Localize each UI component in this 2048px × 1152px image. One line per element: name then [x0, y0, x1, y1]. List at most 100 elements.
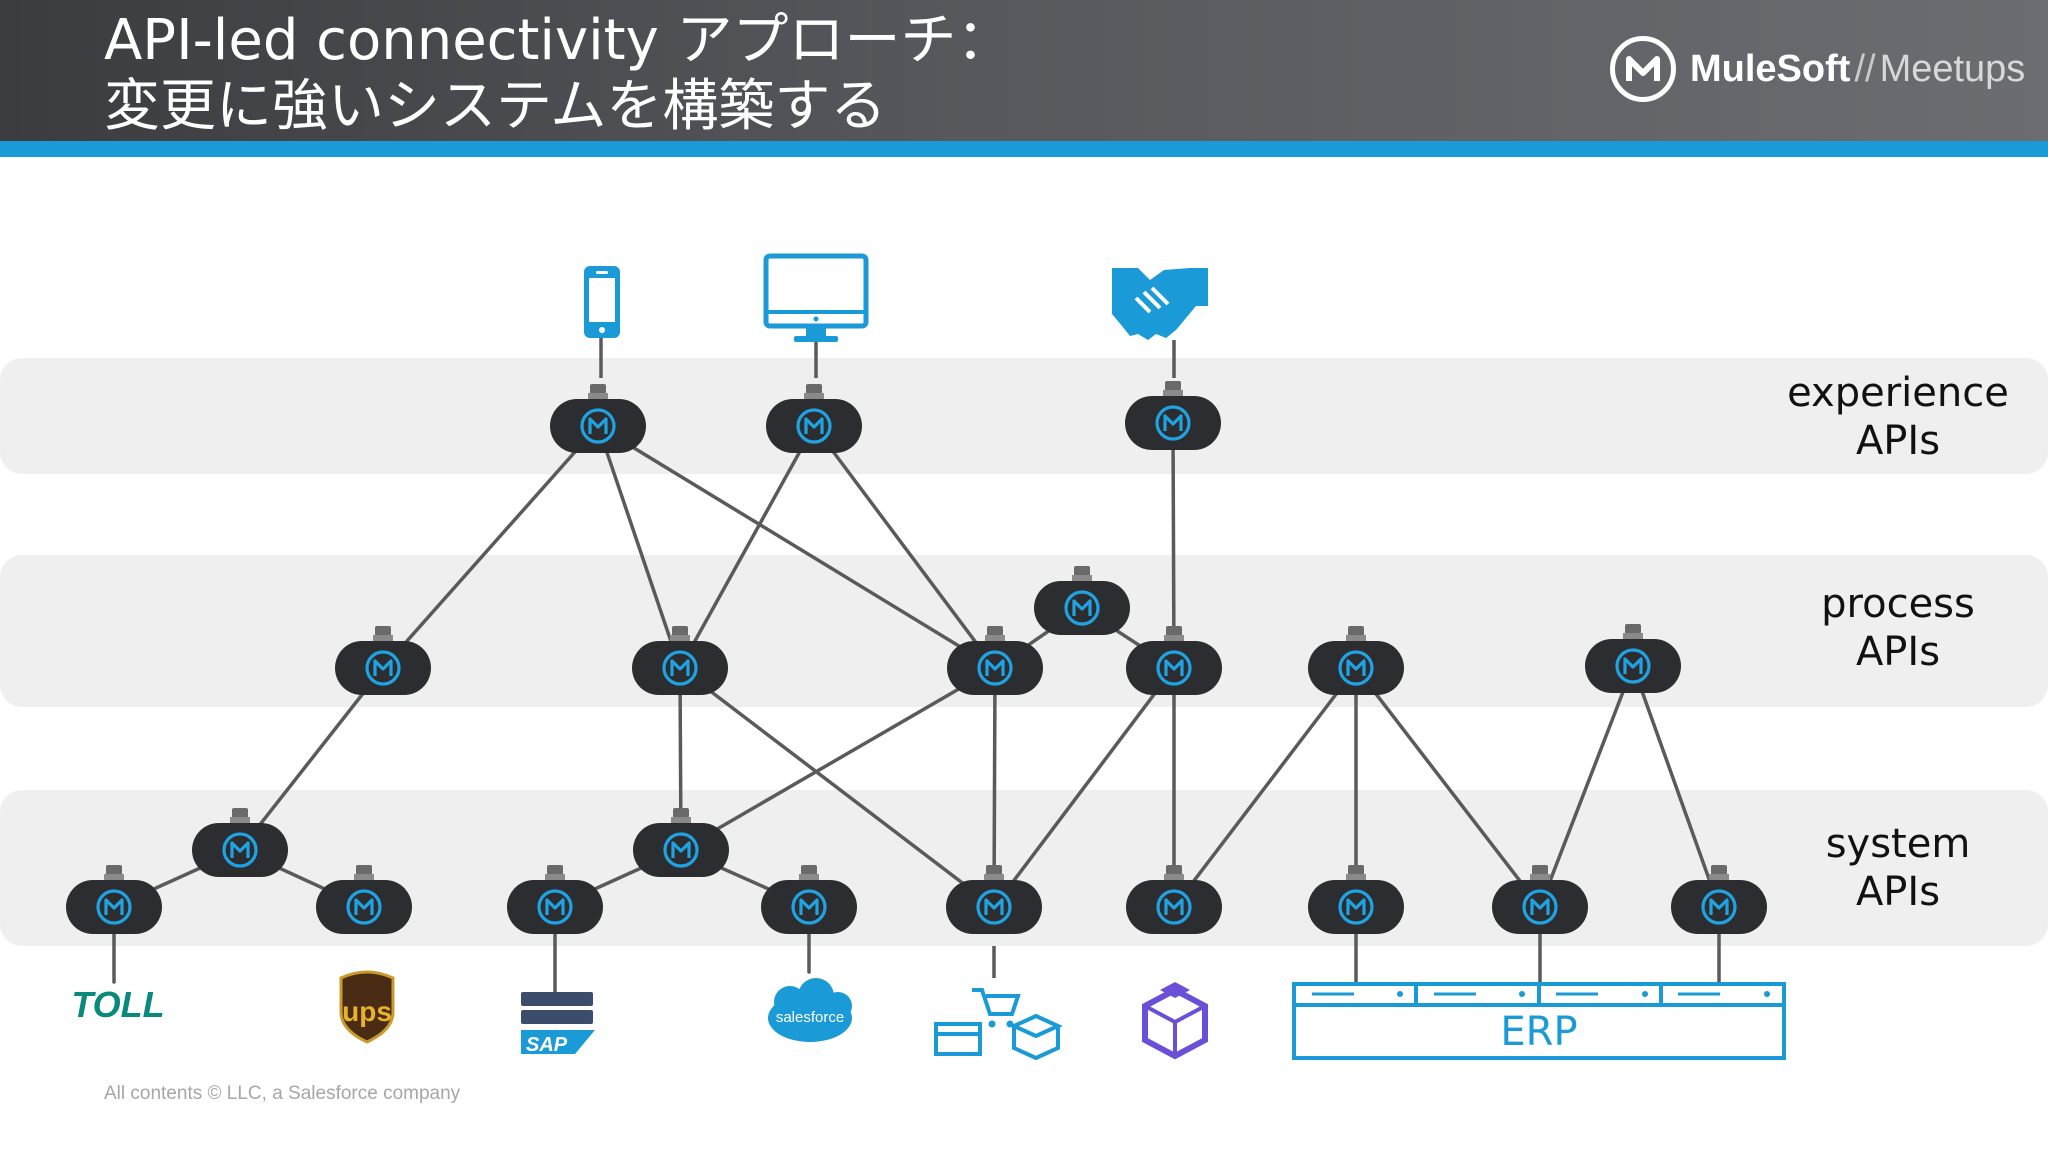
- ups-logo: ups: [339, 970, 395, 1044]
- connection-line: [679, 666, 997, 852]
- mule-api-node[interactable]: [632, 641, 728, 695]
- mule-api-node[interactable]: [335, 641, 431, 695]
- mulesoft-m-icon: [1610, 36, 1676, 102]
- connector-stub: [673, 808, 689, 818]
- connector-stub: [590, 384, 606, 394]
- slide-title-line-1: API-led connectivity アプローチ：: [104, 8, 1013, 73]
- slide-title: API-led connectivity アプローチ： 変更に強いシステムを構築…: [104, 8, 1013, 140]
- mule-api-node[interactable]: [1308, 880, 1404, 934]
- mule-api-node[interactable]: [1308, 641, 1404, 695]
- connection-line: [678, 666, 996, 909]
- connector-stub-base: [985, 635, 1005, 641]
- mule-api-node[interactable]: [1034, 581, 1130, 635]
- connector-stub: [1348, 626, 1364, 636]
- connector-stub: [1074, 566, 1090, 576]
- connector-stub: [672, 626, 688, 636]
- connector-stubs: [104, 381, 1729, 880]
- connection-line: [992, 666, 1176, 909]
- mule-api-node[interactable]: [192, 823, 288, 877]
- connector-stub-base: [1163, 390, 1183, 396]
- connector-stub: [1166, 865, 1182, 875]
- svg-text:SAP: SAP: [526, 1034, 568, 1056]
- mule-api-node[interactable]: [766, 399, 862, 453]
- connector-stub: [806, 384, 822, 394]
- svg-text:μ: μ: [1167, 993, 1183, 1018]
- connector-stub-base: [1709, 874, 1729, 880]
- connection-line: [596, 424, 682, 670]
- mule-api-node[interactable]: [761, 880, 857, 934]
- sap-database-logo: SAP: [521, 992, 595, 1056]
- connector-stub-base: [1346, 635, 1366, 641]
- connector-stub-base: [799, 874, 819, 880]
- connector-stub-base: [670, 635, 690, 641]
- logo-wordmark: MuleSoft//Meetups: [1690, 48, 2025, 91]
- process-layer-label: process APIs: [1748, 580, 2048, 676]
- connection-line: [1172, 666, 1358, 909]
- handshake-icon: [1112, 268, 1208, 378]
- slide-title-line-2: 変更に強いシステムを構築する: [104, 74, 887, 139]
- connector-stub-base: [1164, 635, 1184, 641]
- experience-layer-label: experience APIs: [1748, 369, 2048, 465]
- connector-stub: [1166, 626, 1182, 636]
- slide-footer: All contents © LLC, a Salesforce company: [104, 1083, 461, 1104]
- mule-api-node[interactable]: [316, 880, 412, 934]
- connector-stub-base: [373, 635, 393, 641]
- shopping-cart-icon: [934, 946, 1063, 1061]
- mule-api-node[interactable]: [66, 880, 162, 934]
- connector-stub-base: [1530, 874, 1550, 880]
- connector-stub: [1348, 865, 1364, 875]
- connector-stub-base: [354, 874, 374, 880]
- connection-line: [1538, 664, 1635, 909]
- mule-api-node[interactable]: [1492, 880, 1588, 934]
- connector-stub: [232, 808, 248, 818]
- connector-stub-base: [230, 817, 250, 823]
- connector-stub: [106, 865, 122, 875]
- connector-stub-base: [104, 874, 124, 880]
- connection-line: [1354, 666, 1542, 909]
- connector-stub-base: [545, 874, 565, 880]
- mule-api-node[interactable]: [947, 641, 1043, 695]
- connector-stub-base: [1072, 575, 1092, 581]
- connection-line: [238, 666, 385, 852]
- connector-stub: [1165, 381, 1181, 391]
- connector-stub: [801, 865, 817, 875]
- process-label-line-2: APIs: [1855, 629, 1941, 675]
- logo-brand: MuleSoft: [1690, 47, 1851, 90]
- connector-stub-base: [1623, 633, 1643, 639]
- mule-api-node[interactable]: [1126, 880, 1222, 934]
- connector-stub-base: [804, 393, 824, 399]
- salesforce-logo: salesforce: [768, 978, 852, 1042]
- svg-text:ups: ups: [342, 996, 392, 1027]
- connection-line: [678, 424, 816, 670]
- erp-label: ERP: [1500, 1009, 1578, 1055]
- experience-label-line-1: experience: [1787, 370, 2009, 416]
- mule-api-node[interactable]: [1585, 639, 1681, 693]
- mule-api-node[interactable]: [507, 880, 603, 934]
- connector-stub-base: [1164, 874, 1184, 880]
- connector-stub: [356, 865, 372, 875]
- connection-line: [381, 424, 600, 670]
- erp-system: [1292, 982, 1786, 1060]
- connection-line: [812, 424, 997, 670]
- mule-api-node[interactable]: [946, 880, 1042, 934]
- mule-api-node[interactable]: [1125, 396, 1221, 450]
- connector-stub: [1711, 865, 1727, 875]
- logo-separator: //: [1854, 47, 1876, 90]
- process-label-line-1: process: [1821, 581, 1975, 627]
- experience-label-line-2: APIs: [1855, 418, 1941, 464]
- svg-text:salesforce: salesforce: [776, 1009, 844, 1026]
- connector-stub-base: [588, 393, 608, 399]
- mule-api-node[interactable]: [633, 823, 729, 877]
- process-layer-band: [0, 555, 2048, 707]
- mulesoft-meetups-logo: MuleSoft//Meetups: [1610, 32, 2025, 106]
- desktop-monitor-icon: [763, 253, 869, 378]
- mobile-phone-icon: [584, 266, 620, 378]
- connection-line: [1631, 664, 1721, 909]
- connector-stub-base: [984, 874, 1004, 880]
- mule-api-node[interactable]: [550, 399, 646, 453]
- mule-api-node[interactable]: [1126, 641, 1222, 695]
- logo-sub: Meetups: [1879, 47, 2026, 90]
- header-accent-bar: [0, 141, 2048, 157]
- connector-stub: [375, 626, 391, 636]
- system-label-line-1: system: [1825, 821, 1971, 867]
